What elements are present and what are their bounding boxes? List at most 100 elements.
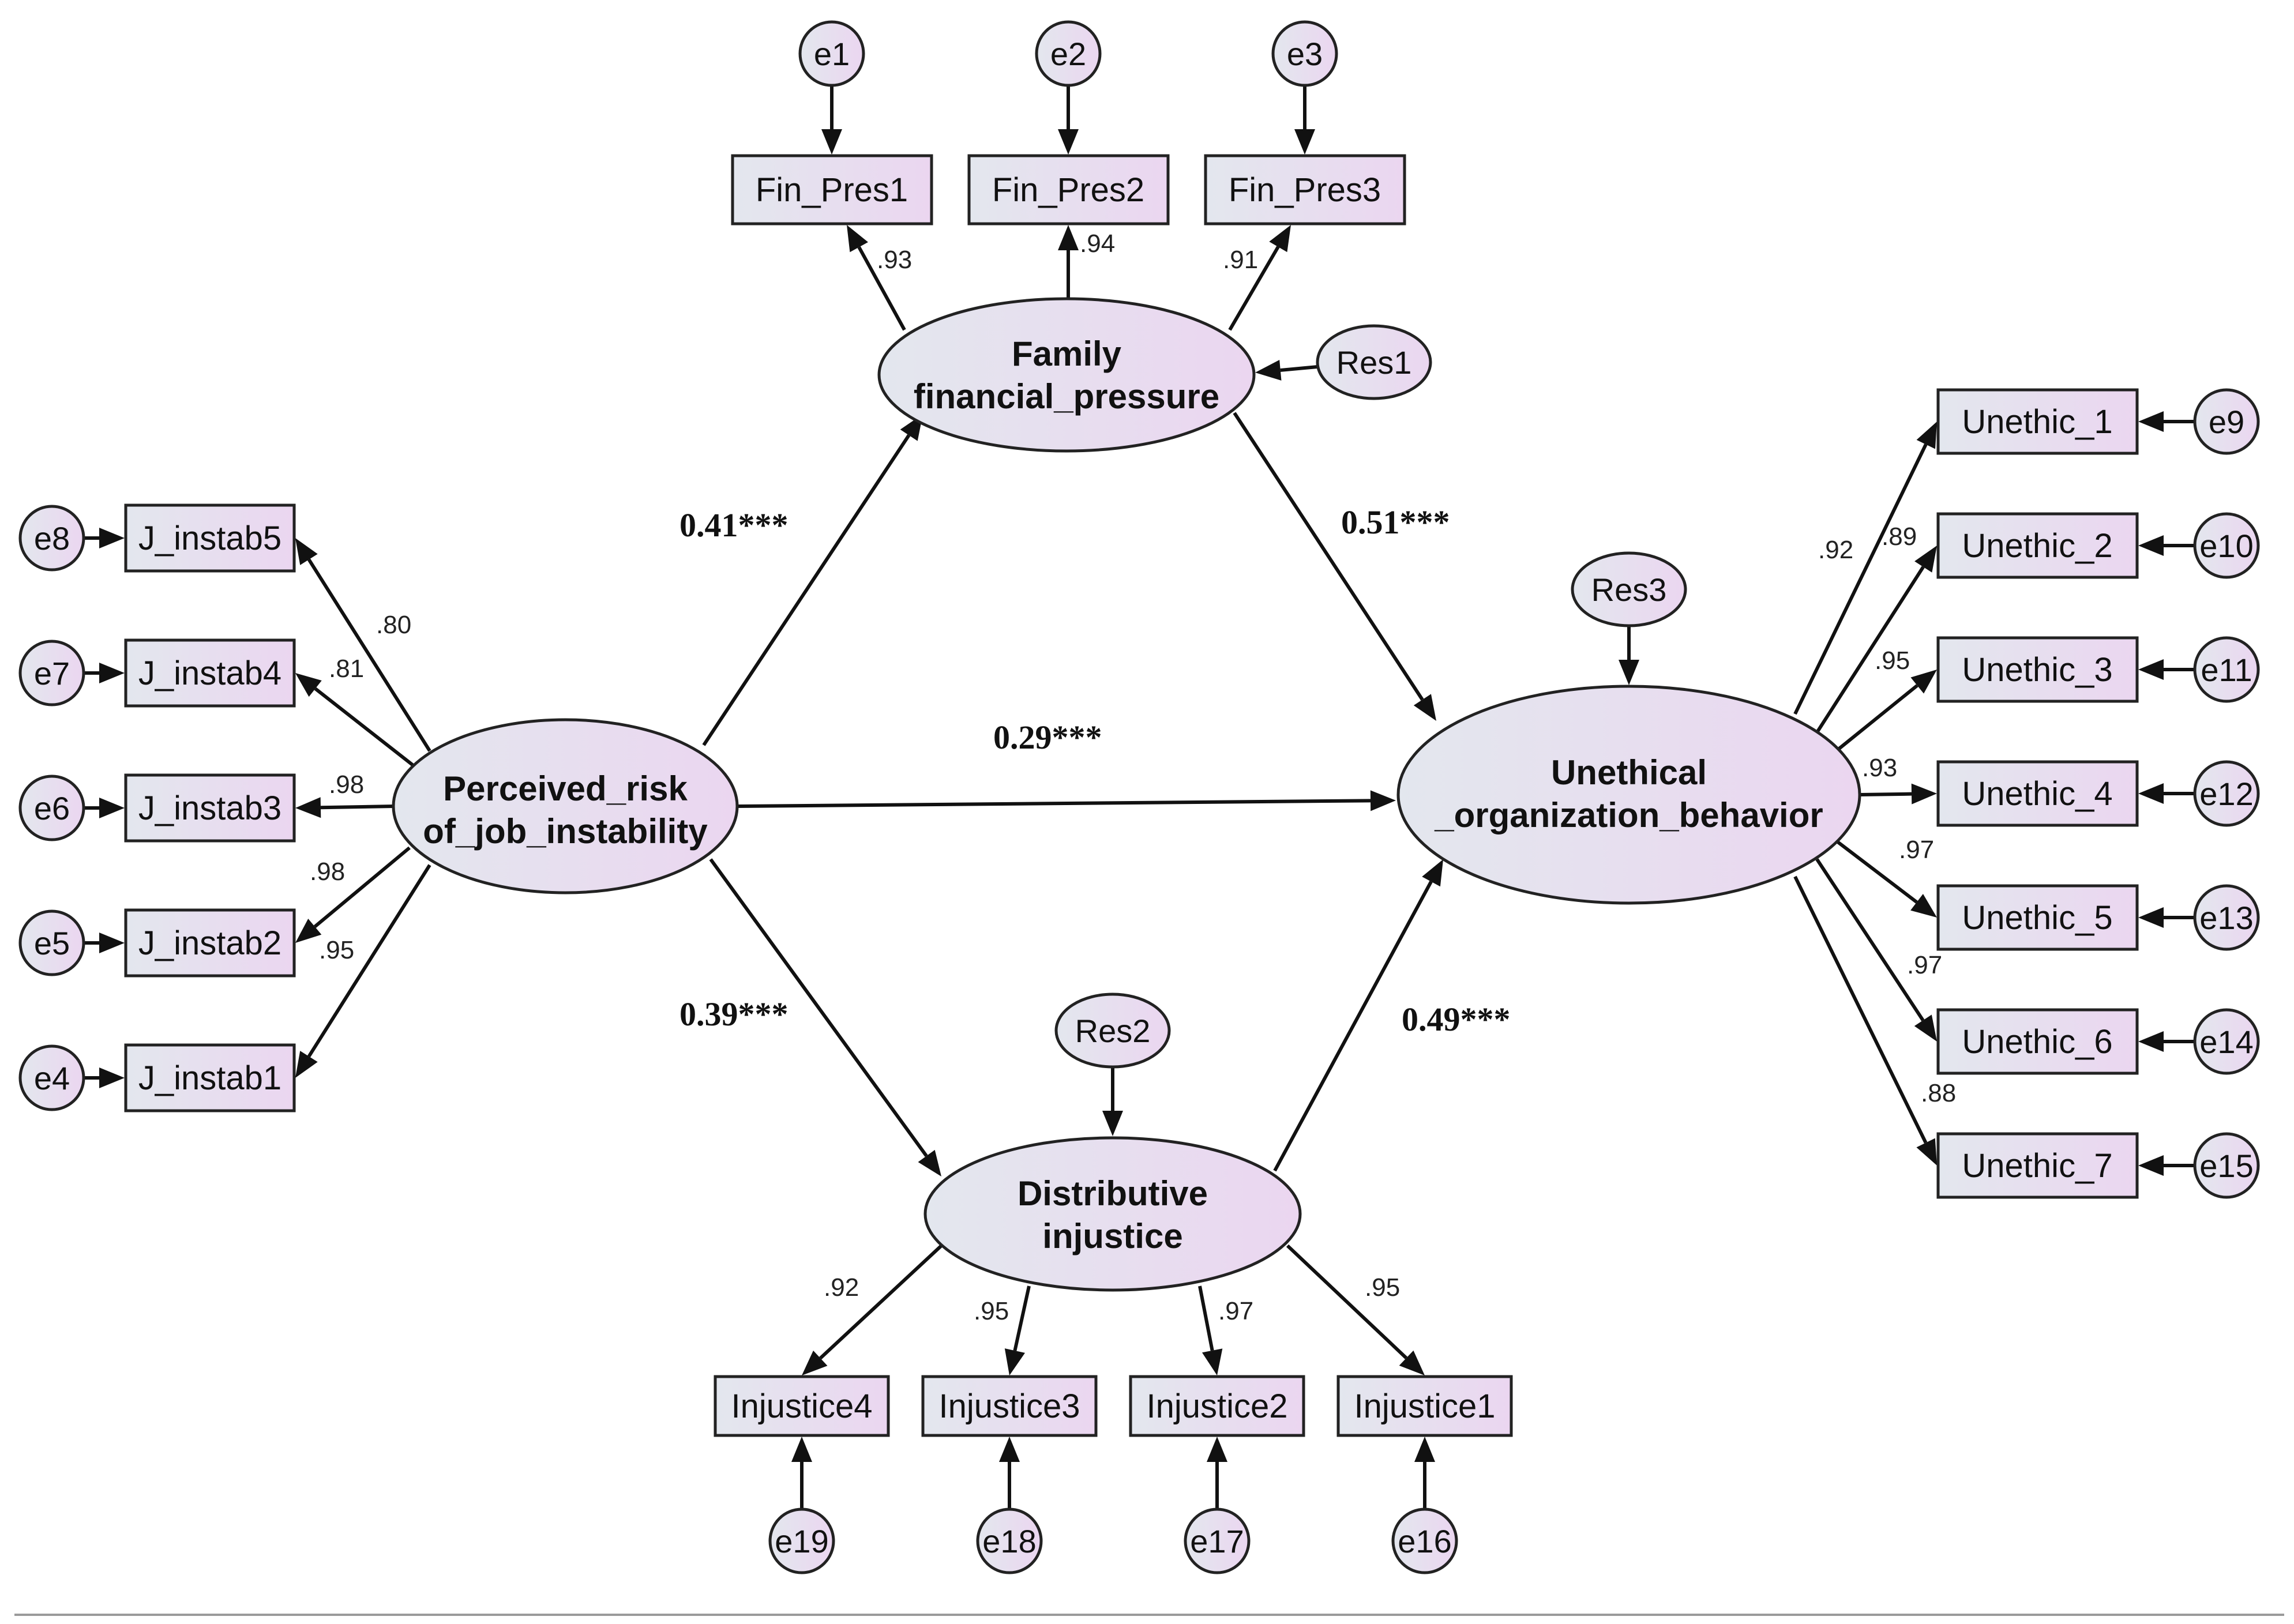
path-di-uob [1273, 859, 1443, 1172]
error-arrow-e3 [1294, 85, 1315, 155]
svg-text:Unethic_6: Unethic_6 [1962, 1023, 2112, 1061]
svg-text:e19: e19 [775, 1523, 828, 1559]
loading-arrow-u7 [1793, 875, 1937, 1166]
error-e4: e4 [18, 1044, 85, 1111]
construct-label-line1: Distributive [1018, 1174, 1208, 1213]
loading-arrow-j1 [295, 864, 431, 1078]
svg-text:e8: e8 [34, 520, 70, 557]
indicator-unethic-2: Unethic_2 [1936, 512, 2139, 579]
svg-text:e3: e3 [1287, 36, 1323, 72]
error-e19: e19 [768, 1508, 835, 1574]
path-ffp-uob [1233, 412, 1436, 721]
error-e16: e16 [1391, 1508, 1458, 1574]
indicator-injustice3: Injustice3 [921, 1375, 1098, 1437]
svg-text:Fin_Pres2: Fin_Pres2 [992, 171, 1144, 209]
error-arrow-e7 [84, 663, 125, 683]
loading-arrow-inj3 [1004, 1285, 1031, 1375]
loading-arrow-j2 [295, 846, 411, 943]
error-e2: e2 [1035, 20, 1102, 87]
arrow-res2 [1102, 1067, 1123, 1136]
error-e11: e11 [2193, 636, 2260, 703]
indicator-unethic-4: Unethic_4 [1936, 760, 2139, 827]
error-arrow-e9 [2138, 411, 2195, 432]
error-arrow-e15 [2138, 1155, 2195, 1176]
indicator-unethic-5: Unethic_5 [1936, 884, 2139, 951]
indicator-j-instab3: J_instab3 [124, 773, 296, 843]
svg-text:Unethic_3: Unethic_3 [1962, 651, 2112, 689]
svg-text:e11: e11 [2201, 652, 2252, 688]
loading-unethic-4: .93 [1862, 754, 1897, 782]
svg-text:e16: e16 [1398, 1523, 1451, 1559]
loading-j-instab5: .80 [376, 611, 411, 639]
indicator-unethic-7: Unethic_7 [1936, 1132, 2139, 1199]
loading-arrow-inj4 [802, 1244, 943, 1375]
loading-injustice4: .92 [824, 1273, 859, 1302]
svg-text:J_instab2: J_instab2 [138, 924, 281, 962]
path-prji-di [709, 858, 941, 1176]
loading-j-instab3: .98 [329, 770, 364, 799]
error-e7: e7 [18, 640, 85, 706]
loading-injustice2: .97 [1218, 1297, 1253, 1325]
loading-arrow-j3 [295, 797, 395, 818]
svg-text:e18: e18 [982, 1523, 1036, 1559]
error-e9: e9 [2193, 388, 2260, 455]
svg-text:J_instab4: J_instab4 [138, 655, 281, 692]
error-arrow-e13 [2138, 907, 2195, 928]
residual-res2: Res2 [1054, 993, 1171, 1069]
construct-label-line1: Unethical [1551, 753, 1707, 792]
svg-text:Injustice2: Injustice2 [1146, 1388, 1287, 1425]
loading-fin-pres1: .93 [877, 246, 912, 274]
error-arrow-e8 [84, 528, 125, 548]
loading-unethic-7: .88 [1921, 1079, 1956, 1107]
error-e13: e13 [2193, 884, 2260, 951]
svg-text:Unethic_1: Unethic_1 [1962, 403, 2112, 441]
loading-unethic-6: .97 [1907, 951, 1942, 979]
path-coef-prji-di: 0.39*** [679, 995, 789, 1033]
svg-text:J_instab1: J_instab1 [138, 1059, 281, 1097]
indicator-j-instab4: J_instab4 [124, 638, 296, 708]
loading-injustice1: .95 [1365, 1273, 1400, 1302]
loading-arrow-fin1 [847, 225, 906, 331]
loading-j-instab2: .98 [310, 858, 345, 886]
error-arrow-e17 [1207, 1437, 1227, 1509]
svg-text:e12: e12 [2199, 776, 2253, 812]
indicator-unethic-3: Unethic_3 [1936, 636, 2139, 703]
construct-distributive-injustice: Distributive injustice [923, 1136, 1302, 1292]
error-arrow-e10 [2138, 535, 2195, 556]
loading-unethic-5: .97 [1899, 836, 1934, 864]
path-coef-prji-ffp: 0.41*** [679, 506, 789, 544]
construct-label-line2: of_job_instability [423, 812, 708, 851]
indicator-j-instab2: J_instab2 [124, 908, 296, 978]
loading-arrow-j5 [295, 538, 431, 752]
loading-j-instab1: .95 [319, 936, 354, 964]
loading-unethic-1: .92 [1818, 536, 1853, 564]
loading-fin-pres3: .91 [1223, 246, 1258, 274]
loading-arrow-u2 [1815, 546, 1937, 734]
loading-arrow-u1 [1793, 422, 1937, 715]
loading-unethic-2: .89 [1882, 522, 1917, 551]
svg-text:Fin_Pres1: Fin_Pres1 [756, 171, 908, 209]
loading-arrow-fin3 [1228, 225, 1291, 331]
arrow-res1 [1255, 360, 1318, 381]
svg-text:Unethic_4: Unethic_4 [1962, 775, 2112, 813]
error-arrow-e18 [999, 1437, 1020, 1509]
indicator-unethic-6: Unethic_6 [1936, 1008, 2139, 1075]
error-arrow-e5 [84, 933, 125, 953]
error-e8: e8 [18, 505, 85, 572]
residual-res1: Res1 [1316, 324, 1432, 400]
construct-label-line2: _organization_behavior [1434, 796, 1823, 834]
loading-unethic-3: .95 [1875, 646, 1910, 675]
svg-text:e13: e13 [2199, 900, 2253, 936]
svg-text:Unethic_2: Unethic_2 [1962, 527, 2112, 565]
path-coef-ffp-uob: 0.51*** [1341, 503, 1450, 541]
error-e1: e1 [798, 20, 865, 87]
loading-arrow-u3 [1837, 670, 1937, 751]
svg-text:Unethic_7: Unethic_7 [1962, 1147, 2112, 1185]
error-e18: e18 [976, 1508, 1043, 1574]
indicator-j-instab5: J_instab5 [124, 503, 296, 573]
loading-arrow-u4 [1859, 783, 1937, 805]
svg-text:Res2: Res2 [1075, 1013, 1151, 1049]
svg-text:Unethic_5: Unethic_5 [1962, 899, 2112, 937]
svg-text:J_instab5: J_instab5 [138, 520, 281, 557]
error-arrow-e14 [2138, 1031, 2195, 1052]
